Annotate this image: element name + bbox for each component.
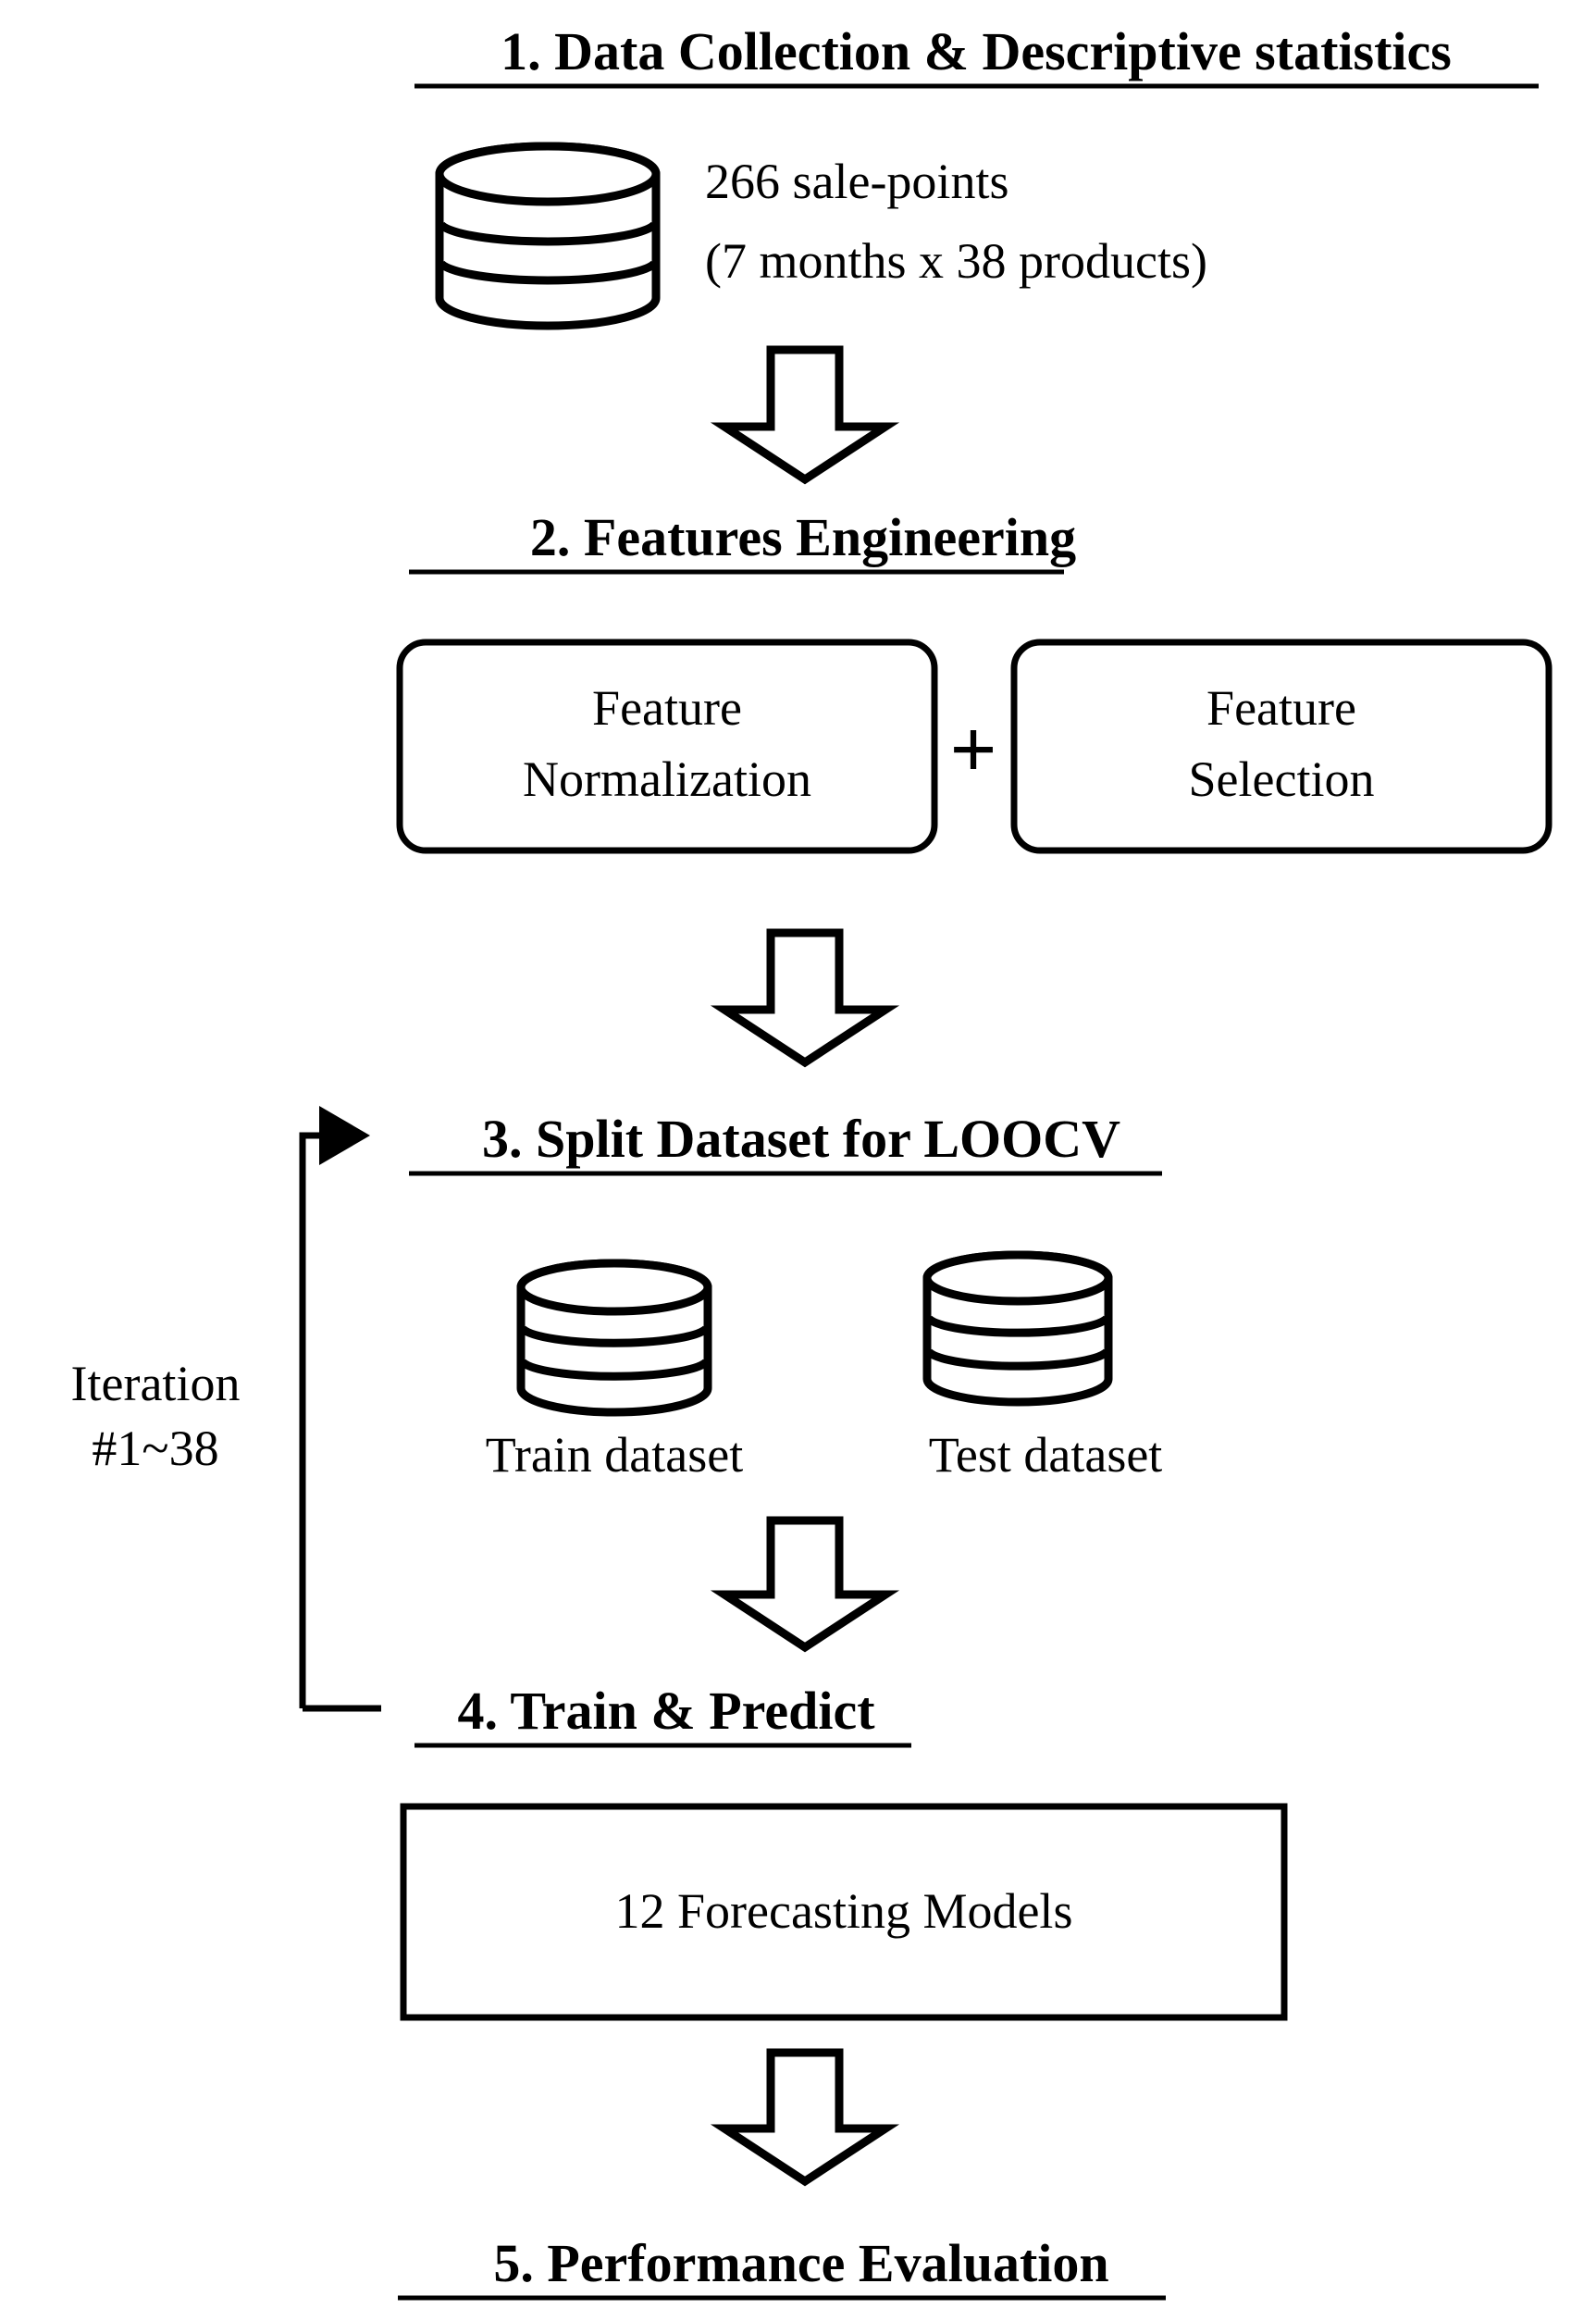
feature-selection-line-1: Feature (1206, 680, 1356, 736)
data-source-line-2: (7 months x 38 products) (705, 233, 1207, 289)
database-cylinder-icon (922, 1250, 1113, 1407)
step-2-label: 2. Features Engineering (530, 507, 1076, 567)
step-5-label: 5. Performance Evaluation (493, 2233, 1108, 2293)
train-dataset-label: Train dataset (486, 1427, 743, 1483)
data-source-line-1: 266 sale-points (705, 154, 1008, 209)
step-3-label: 3. Split Dataset for LOOCV (482, 1109, 1120, 1169)
test-dataset-label: Test dataset (929, 1427, 1163, 1483)
database-cylinder-icon (435, 142, 661, 330)
feature-normalization-line-1: Feature (592, 680, 742, 736)
models-box[interactable]: 12 Forecasting Models (400, 1803, 1288, 2021)
step-2-heading: 2. Features Engineering (409, 507, 1076, 575)
feature-selection-box[interactable]: Feature Selection (1010, 639, 1553, 854)
feature-selection-line-2: Selection (1189, 751, 1375, 807)
step-1-label: 1. Data Collection & Descriptive statist… (501, 21, 1452, 81)
iteration-label: Iteration #1~38 (71, 1356, 241, 1476)
train-dataset-group: Train dataset (486, 1259, 743, 1483)
feature-normalization-box[interactable]: Feature Normalization (396, 639, 938, 854)
test-dataset-group: Test dataset (922, 1250, 1163, 1483)
arrow-4 (710, 2048, 900, 2187)
plus-operator-icon: + (949, 704, 996, 796)
step-4-label: 4. Train & Predict (457, 1681, 875, 1741)
step-1-heading: 1. Data Collection & Descriptive statist… (414, 21, 1539, 89)
arrow-1 (710, 345, 900, 485)
arrow-3 (710, 1516, 900, 1653)
iteration-line-2: #1~38 (92, 1421, 218, 1476)
data-source-group: 266 sale-points (7 months x 38 products) (435, 142, 1207, 330)
arrow-2 (710, 928, 900, 1068)
feature-normalization-line-2: Normalization (523, 751, 811, 807)
step-3-heading: 3. Split Dataset for LOOCV (409, 1109, 1162, 1176)
database-cylinder-icon (516, 1259, 712, 1417)
models-box-label: 12 Forecasting Models (615, 1883, 1073, 1939)
step-5-heading: 5. Performance Evaluation (398, 2233, 1166, 2301)
iteration-line-1: Iteration (71, 1356, 241, 1411)
iteration-loop (299, 1106, 381, 1712)
loop-arrowhead-icon (319, 1106, 370, 1165)
step-4-heading: 4. Train & Predict (414, 1681, 911, 1748)
